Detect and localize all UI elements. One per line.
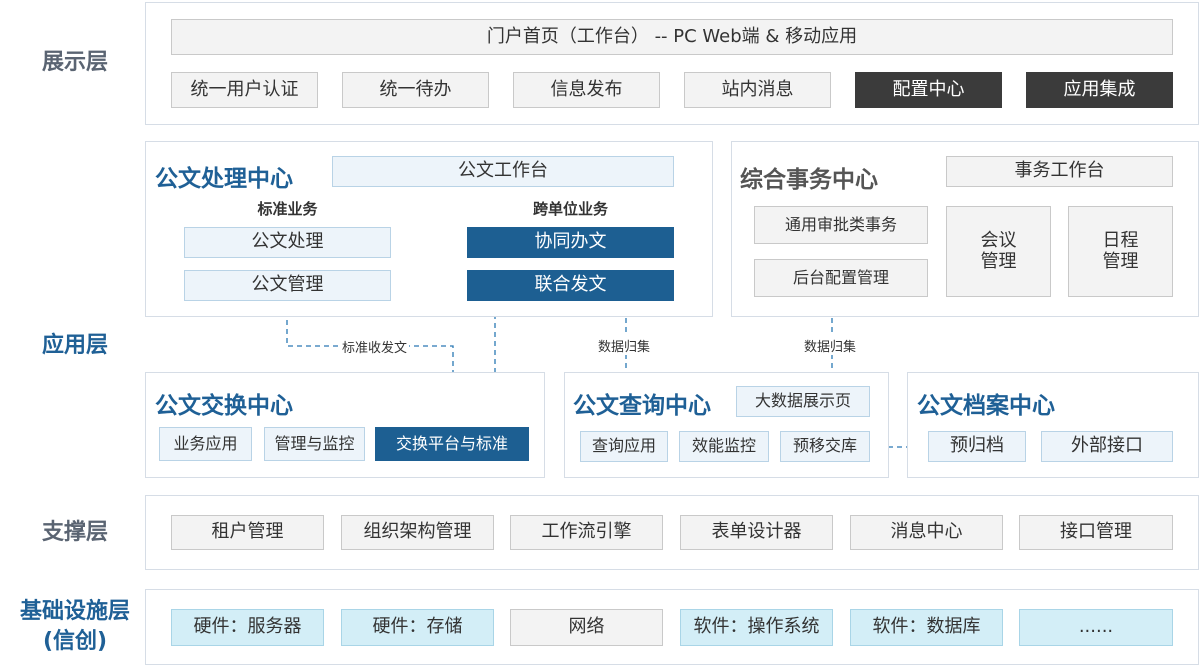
schedule-management: 日程 管理 — [1068, 206, 1173, 297]
presentation-item-todo: 统一待办 — [342, 72, 489, 108]
infra-item-storage: 硬件：存储 — [341, 609, 494, 646]
support-item-message: 消息中心 — [850, 515, 1003, 550]
support-item-workflow: 工作流引擎 — [510, 515, 663, 550]
meeting-management: 会议 管理 — [946, 206, 1051, 297]
joint-issuance: 联合发文 — [467, 270, 674, 301]
pre-archive: 预归档 — [928, 431, 1026, 462]
presentation-item-message: 站内消息 — [684, 72, 831, 108]
exchange-title: 公文交换中心 — [155, 393, 293, 419]
edge-label-standard: 标准收发文 — [340, 337, 410, 356]
archive-title: 公文档案中心 — [917, 393, 1055, 419]
doc-management: 公文管理 — [184, 270, 391, 301]
infra-item-network: 网络 — [510, 609, 663, 646]
doc-workbench: 公文工作台 — [332, 156, 674, 187]
schedule-label-2: 管理 — [1102, 250, 1139, 272]
support-item-form: 表单设计器 — [680, 515, 833, 550]
business-apps: 业务应用 — [159, 427, 252, 461]
layer-label-infra: 基础设施层 — [19, 599, 130, 624]
query-app: 查询应用 — [580, 431, 668, 462]
meeting-label-1: 会议 — [980, 229, 1017, 251]
infra-item-database: 软件：数据库 — [850, 609, 1003, 646]
collaborative-docs: 协同办文 — [467, 227, 674, 258]
external-interface: 外部接口 — [1041, 431, 1173, 462]
layer-label-presentation: 展示层 — [41, 50, 108, 75]
pre-transfer-library: 预移交库 — [780, 431, 870, 462]
portal-bar: 门户首页（工作台） -- PC Web端 & 移动应用 — [171, 19, 1173, 55]
approval-affairs: 通用审批类事务 — [754, 206, 928, 244]
bigdata-page: 大数据展示页 — [736, 386, 870, 417]
edge-label-collect-1: 数据归集 — [596, 336, 653, 355]
backend-config: 后台配置管理 — [754, 259, 928, 297]
doc-handling: 公文处理 — [184, 227, 391, 258]
schedule-label-1: 日程 — [1102, 229, 1139, 251]
cross-business-header: 跨单位业务 — [532, 200, 608, 218]
standard-business-header: 标准业务 — [257, 200, 318, 218]
presentation-item-integration: 应用集成 — [1026, 72, 1173, 108]
presentation-item-auth: 统一用户认证 — [171, 72, 318, 108]
infra-item-os: 软件：操作系统 — [680, 609, 833, 646]
presentation-item-publish: 信息发布 — [513, 72, 660, 108]
affairs-title: 综合事务中心 — [740, 167, 878, 193]
query-title: 公文查询中心 — [573, 393, 711, 419]
support-item-org: 组织架构管理 — [341, 515, 494, 550]
edge-label-collect-2: 数据归集 — [802, 336, 859, 355]
presentation-item-config: 配置中心 — [855, 72, 1002, 108]
support-item-interface: 接口管理 — [1019, 515, 1173, 550]
management-monitoring: 管理与监控 — [264, 427, 365, 461]
exchange-platform: 交换平台与标准 — [375, 427, 529, 461]
doc-processing-title: 公文处理中心 — [155, 166, 293, 192]
layer-label-infra-sub: (信创) — [42, 629, 108, 654]
layer-label-support: 支撑层 — [41, 520, 108, 545]
support-item-tenant: 租户管理 — [171, 515, 324, 550]
infra-item-more: ...... — [1019, 609, 1173, 646]
layer-label-application: 应用层 — [41, 333, 108, 358]
infra-item-server: 硬件：服务器 — [171, 609, 324, 646]
affairs-workbench: 事务工作台 — [946, 156, 1173, 187]
meeting-label-2: 管理 — [980, 250, 1017, 272]
performance-monitoring: 效能监控 — [679, 431, 769, 462]
